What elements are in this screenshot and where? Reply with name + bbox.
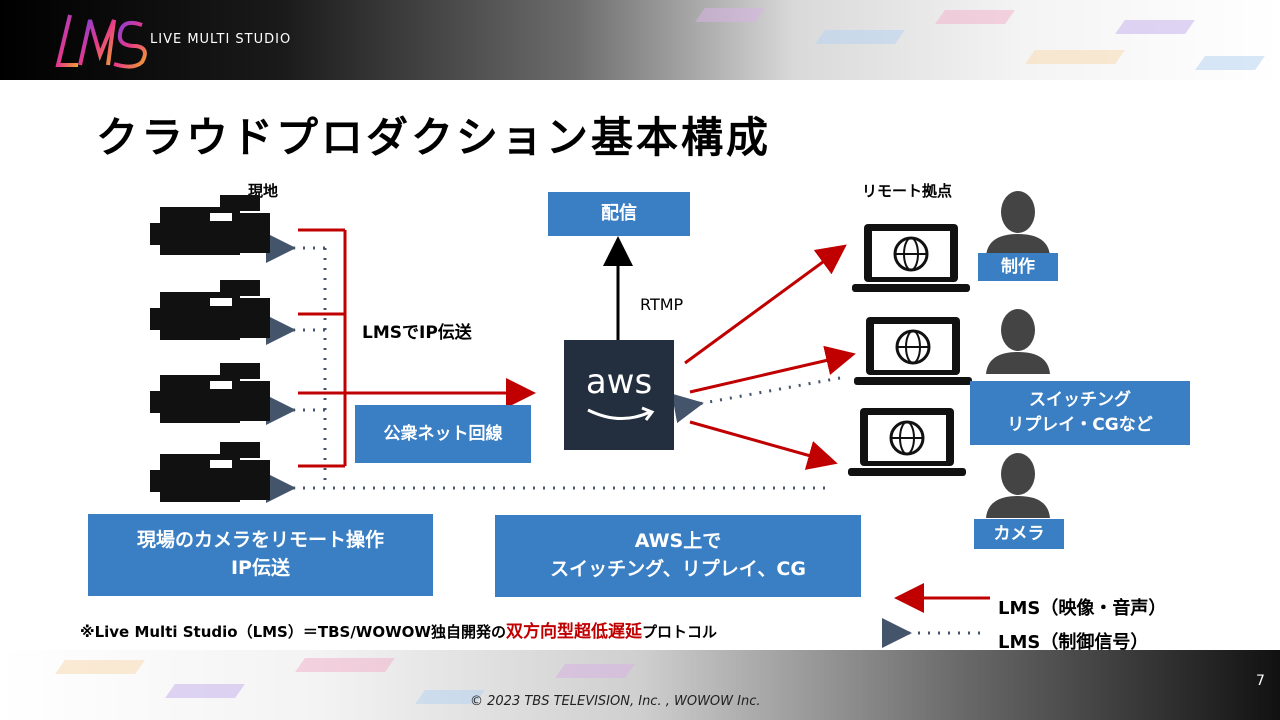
camera-feed-lines (298, 228, 536, 468)
ip-transfer-label: LMSでIP伝送 (362, 323, 472, 343)
copyright-text: © 2023 TBS TELEVISION, Inc. , WOWOW Inc. (470, 694, 761, 709)
aws-smile-icon (587, 406, 655, 421)
person-icon (986, 453, 1050, 518)
brand-text: LIVE MULTI STUDIO (150, 32, 292, 47)
aws-switching-box: AWS上で スイッチング、リプレイ、CG (495, 515, 861, 597)
remote-site-label: リモート拠点 (862, 182, 953, 200)
aws-box: aws (564, 340, 674, 450)
rtmp-label: RTMP (640, 295, 684, 314)
role-production-box: 制作 (978, 253, 1058, 281)
lms-logo-icon (55, 14, 147, 69)
video-camera-icon (150, 363, 270, 423)
distribution-box: 配信 (548, 192, 690, 236)
person-icon (986, 309, 1050, 374)
video-camera-icon (150, 442, 270, 502)
person-icon (986, 191, 1050, 256)
slide-title: クラウドプロダクション基本構成 (96, 113, 772, 162)
camera-remote-operation-box: 現場のカメラをリモート操作 IP伝送 (88, 514, 433, 596)
role-camera-box: カメラ (974, 519, 1064, 549)
legend-solid-label: LMS（映像・音声） (998, 598, 1167, 619)
legend-dotted-label: LMS（制御信号） (998, 632, 1149, 653)
footnote-prefix: ※Live Multi Studio（LMS）＝TBS/WOWOW独自開発の (80, 623, 506, 641)
laptop-globe-icon (854, 317, 972, 385)
aws-logo-text: aws (585, 362, 653, 402)
page-number: 7 (1256, 673, 1265, 689)
role-switching-box: スイッチング リプレイ・CGなど (970, 381, 1190, 445)
footnote-suffix: プロトコル (641, 623, 717, 641)
video-camera-icon (150, 280, 270, 340)
footnote-highlight: 双方向型超低遅延 (505, 622, 642, 642)
public-network-box: 公衆ネット回線 (355, 405, 531, 463)
control-signal-lines (266, 233, 841, 503)
laptop-globe-icon (852, 224, 970, 292)
lms-footnote: ※Live Multi Studio（LMS）＝TBS/WOWOW独自開発の双方… (80, 617, 717, 642)
laptop-globe-icon (848, 408, 966, 476)
header-band (0, 0, 1280, 80)
video-camera-icon (150, 195, 270, 255)
footer-band (0, 650, 1280, 720)
